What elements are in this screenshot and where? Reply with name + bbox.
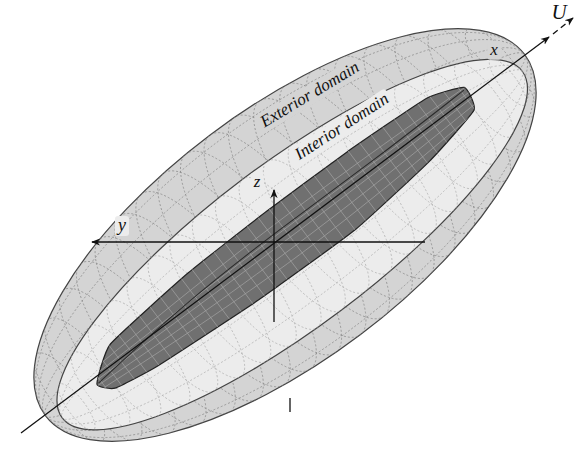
mesh-line xyxy=(90,90,494,397)
inner-meridian xyxy=(45,48,540,440)
inner-ring xyxy=(484,54,532,110)
mesh-line xyxy=(93,94,500,405)
mesh-line xyxy=(431,75,482,143)
mesh-line xyxy=(82,81,483,384)
axis-tick xyxy=(289,398,290,412)
deck-line xyxy=(90,90,472,383)
velocity-label: U xyxy=(548,1,569,24)
mesh-line xyxy=(87,86,488,389)
cut-opening xyxy=(13,6,572,472)
hull-mesh xyxy=(61,53,511,422)
ship-hull xyxy=(75,71,494,410)
inner-grid xyxy=(13,6,572,472)
axis-label: x xyxy=(487,41,501,60)
axis-label: z xyxy=(251,173,264,192)
x-axis xyxy=(21,37,549,433)
z-axis xyxy=(273,190,274,322)
axis-label: y xyxy=(115,216,129,236)
y-axis xyxy=(92,241,425,242)
inner-ring xyxy=(53,379,101,435)
